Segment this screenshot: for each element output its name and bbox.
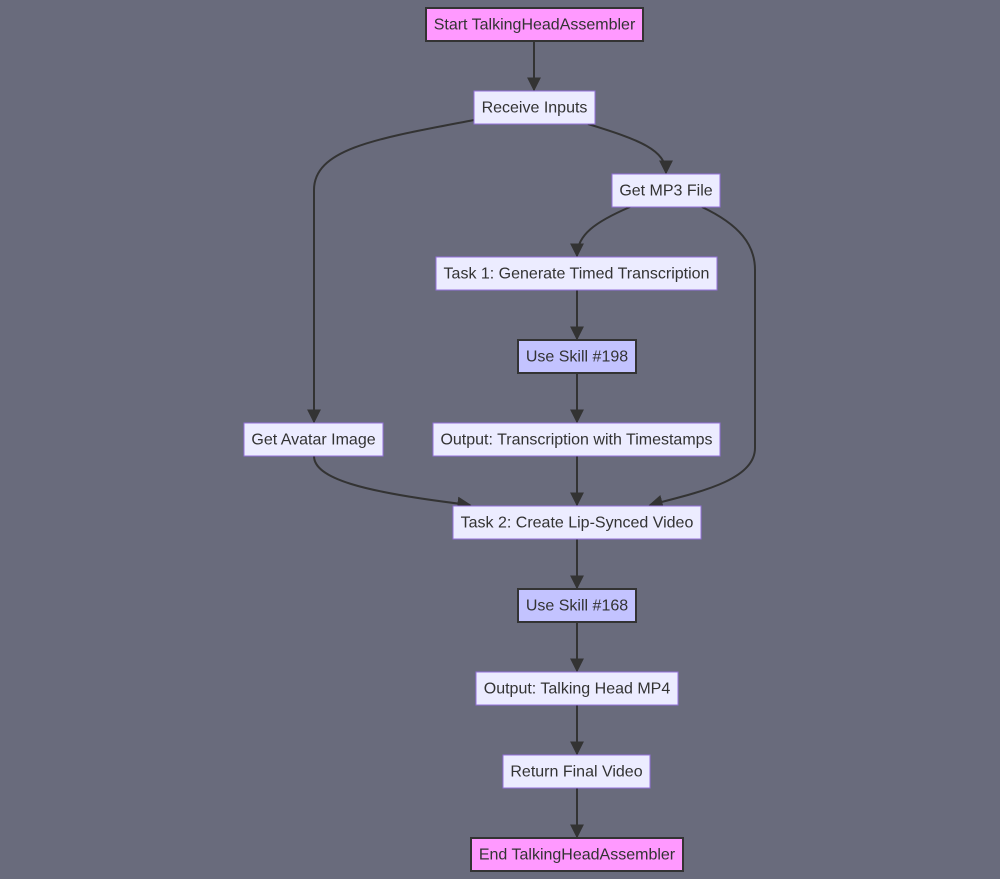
node-label-outTrans: Output: Transcription with Timestamps: [440, 432, 712, 449]
node-label-skill168: Use Skill #168: [526, 598, 628, 615]
node-box-ret: [502, 754, 651, 789]
node-task2: Task 2: Create Lip-Synced Video: [452, 505, 702, 540]
node-box-outMp4: [475, 671, 679, 706]
node-avatar: Get Avatar Image: [243, 422, 384, 457]
node-box-skill168: [517, 588, 637, 623]
node-receive: Receive Inputs: [473, 90, 596, 125]
node-label-end: End TalkingHeadAssembler: [479, 847, 676, 864]
node-start: Start TalkingHeadAssembler: [425, 7, 644, 42]
node-mp3: Get MP3 File: [611, 173, 721, 208]
node-ret: Return Final Video: [502, 754, 651, 789]
node-label-task2: Task 2: Create Lip-Synced Video: [461, 515, 694, 532]
node-label-start: Start TalkingHeadAssembler: [434, 17, 636, 34]
edge-layer: [307, 41, 756, 839]
node-label-ret: Return Final Video: [510, 764, 642, 781]
node-label-task1: Task 1: Generate Timed Transcription: [444, 266, 710, 283]
node-task1: Task 1: Generate Timed Transcription: [435, 256, 718, 291]
node-box-outTrans: [432, 422, 721, 457]
node-box-task1: [435, 256, 718, 291]
node-label-mp3: Get MP3 File: [619, 183, 712, 200]
node-label-receive: Receive Inputs: [482, 100, 588, 117]
node-box-receive: [473, 90, 596, 125]
node-outTrans: Output: Transcription with Timestamps: [432, 422, 721, 457]
node-box-task2: [452, 505, 702, 540]
edge-receive-to-avatar: [307, 119, 475, 424]
node-box-end: [470, 837, 684, 872]
node-label-outMp4: Output: Talking Head MP4: [484, 681, 671, 698]
node-end: End TalkingHeadAssembler: [470, 837, 684, 872]
edge-mp3-to-task1: [570, 206, 631, 258]
edge-avatar-to-task2: [313, 455, 472, 511]
edge-mp3-to-task2: [648, 206, 756, 509]
node-box-avatar: [243, 422, 384, 457]
node-label-avatar: Get Avatar Image: [251, 432, 375, 449]
node-outMp4: Output: Talking Head MP4: [475, 671, 679, 706]
node-box-skill198: [517, 339, 637, 374]
node-box-start: [425, 7, 644, 42]
edge-receive-to-mp3: [587, 123, 673, 175]
node-box-mp3: [611, 173, 721, 208]
node-label-skill198: Use Skill #198: [526, 349, 628, 366]
node-skill168: Use Skill #168: [517, 588, 637, 623]
node-skill198: Use Skill #198: [517, 339, 637, 374]
